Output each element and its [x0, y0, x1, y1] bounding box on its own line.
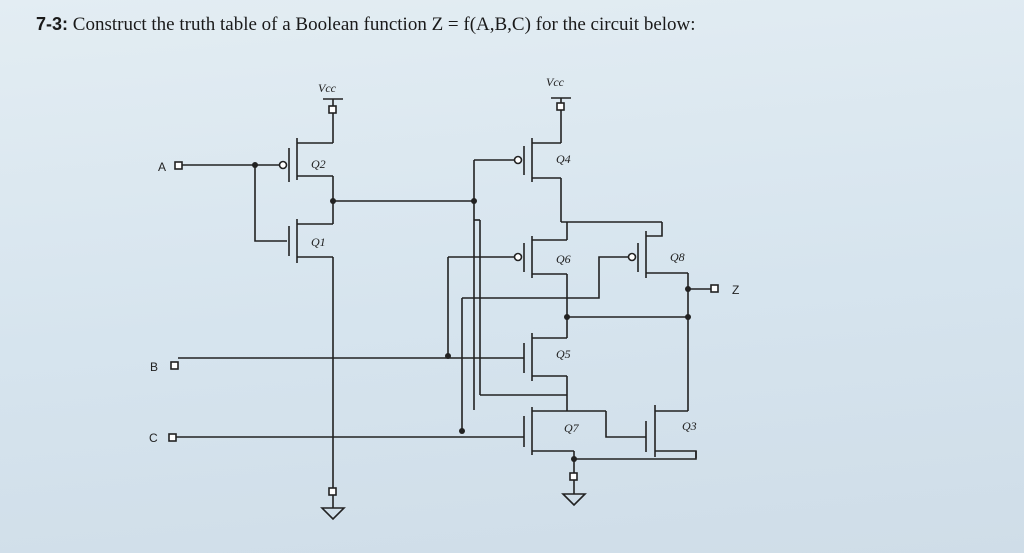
- input-b-label: B: [150, 360, 158, 374]
- q5-label: Q5: [556, 347, 571, 361]
- vcc-left-label: Vcc: [318, 81, 337, 95]
- q6-label: Q6: [556, 252, 571, 266]
- vcc-right-supply: Vcc: [546, 75, 571, 143]
- question-text: 7-3: Construct the truth table of a Bool…: [36, 14, 696, 36]
- transistor-q2: Q2: [278, 138, 333, 182]
- question-number: 7-3:: [36, 14, 69, 34]
- q4-label: Q4: [556, 152, 571, 166]
- wire-a-inverted: [333, 200, 475, 410]
- q2-label: Q2: [311, 157, 326, 171]
- vcc-left-supply: Vcc: [318, 81, 343, 135]
- q7-label: Q7: [564, 421, 580, 435]
- transistor-q5: Q5: [523, 333, 571, 381]
- q1-label: Q1: [311, 235, 326, 249]
- transistor-q4: Q4: [474, 138, 571, 182]
- input-a-label: A: [158, 160, 166, 174]
- q8-label: Q8: [670, 250, 685, 264]
- input-c-terminal: C: [149, 431, 177, 445]
- transistor-q1: Q1: [288, 219, 333, 263]
- output-z-label: Z: [732, 283, 739, 297]
- transistor-q3: Q3: [605, 405, 697, 458]
- input-b-terminal: B: [150, 360, 179, 374]
- transistor-q7: Q7: [523, 407, 580, 455]
- transistor-q6: Q6: [448, 236, 571, 278]
- input-a-terminal: A: [158, 160, 183, 174]
- ground-left: [320, 487, 346, 521]
- wire-a-to-q1: [254, 165, 287, 242]
- vcc-right-label: Vcc: [546, 75, 565, 89]
- input-c-label: C: [149, 431, 158, 445]
- ground-right: [561, 459, 587, 507]
- transistor-q8: Q8: [627, 222, 688, 278]
- question-body: Construct the truth table of a Boolean f…: [72, 14, 696, 35]
- q3-label: Q3: [682, 419, 697, 433]
- output-z-terminal: Z: [710, 283, 739, 297]
